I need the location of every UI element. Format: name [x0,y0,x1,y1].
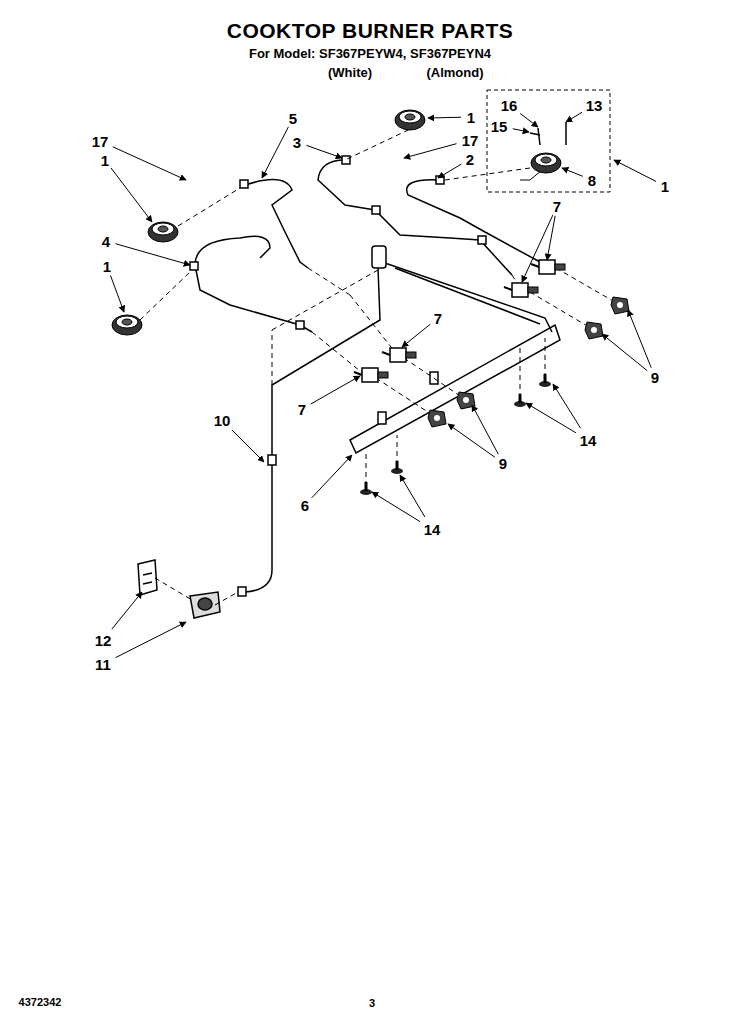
callout-number: 9 [499,456,507,471]
callout-number: 14 [424,522,441,537]
leader-line [311,376,360,404]
callout-number: 14 [580,433,597,448]
callout-number: 15 [491,119,508,134]
leader-line [115,622,186,658]
diagram-title: COOKTOP BURNER PARTS [227,20,514,41]
callout-number: 2 [466,152,474,167]
callout-number: 13 [586,98,603,113]
leader-line [520,113,538,127]
leader-line [547,216,555,260]
leader-line [628,310,651,368]
leader-line [232,430,264,462]
leader-line [438,164,461,178]
leader-line [111,168,152,222]
leader-line [428,117,461,119]
leader-line [110,275,124,312]
callout-number: 5 [289,111,297,126]
footer-text: 4372342 [19,997,62,1008]
callout-number: 7 [434,311,442,326]
callout-number: 6 [301,498,309,513]
leader-line [562,168,583,176]
callout-number: 16 [501,98,518,113]
callout-number: 17 [462,133,479,148]
leader-line [526,403,576,433]
callout-number: 1 [101,153,109,168]
leader-line [402,324,430,347]
callout-number: 17 [92,134,109,149]
leader-line [566,112,582,122]
model-text: (White) [328,66,372,79]
leader-line [400,475,425,517]
leader-line [112,592,142,629]
leader-line [522,215,553,282]
leader-line [116,244,190,265]
leader-line [472,405,498,454]
leader-line [306,145,342,158]
callout-number: 1 [467,110,475,125]
callout-number: 3 [293,135,301,150]
leader-line [113,147,186,180]
callout-number: 7 [298,402,306,417]
callout-number: 9 [651,370,659,385]
callout-number: 1 [103,259,111,274]
leader-line [312,455,352,498]
callout-number: 7 [553,199,561,214]
callout-number: 4 [102,234,110,249]
leader-line [262,127,288,178]
model-text: For Model: SF367PEYW4, SF367PEYN4 [249,47,491,60]
model-text: (Almond) [426,66,483,79]
callout-number: 8 [588,173,596,188]
leader-line [404,144,456,158]
leader-line [602,334,647,371]
callout-number: 10 [214,413,231,428]
callout-number: 12 [95,633,112,648]
callout-number: 1 [661,179,669,194]
leader-line [448,424,495,457]
leader-line [513,129,529,132]
footer-text: 3 [369,998,375,1009]
callout-number: 11 [95,657,111,672]
leader-line [614,160,656,181]
